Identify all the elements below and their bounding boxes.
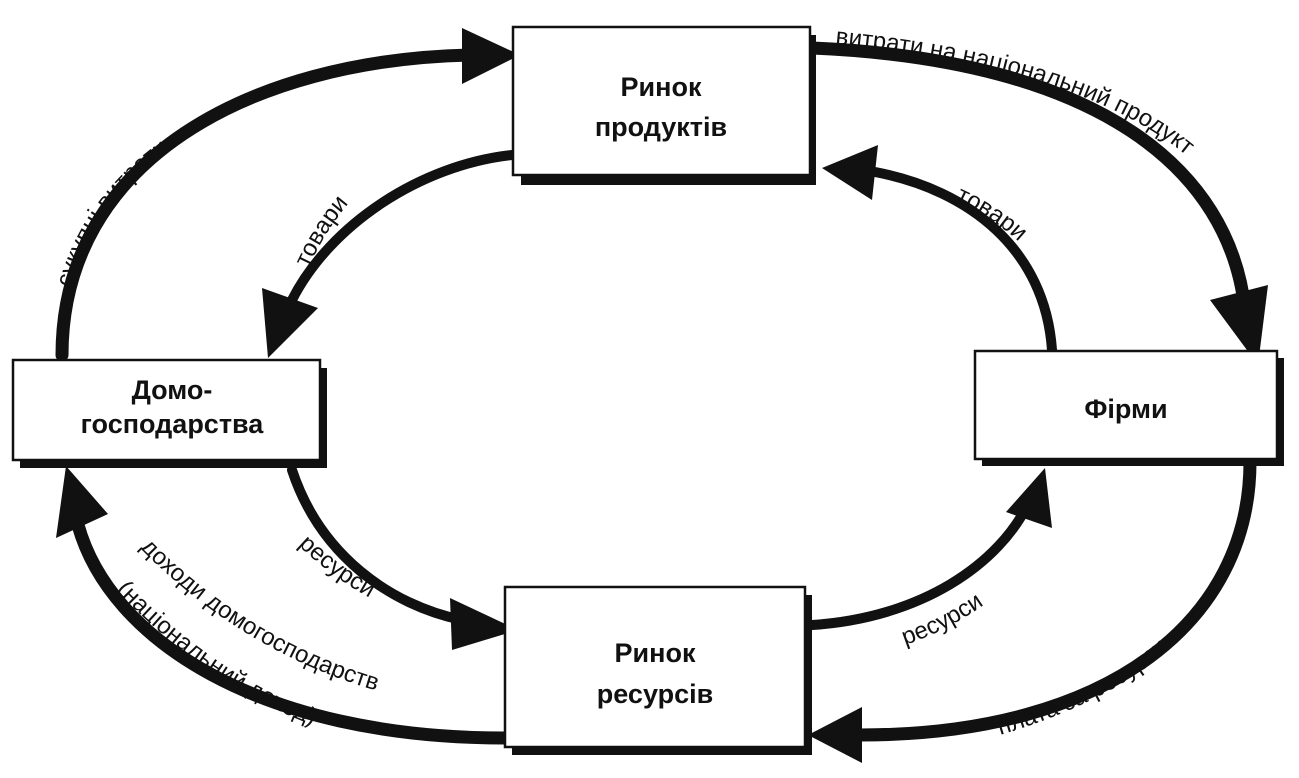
arrowhead-to-firms [1210, 285, 1268, 365]
arc-resources-to-firms [807, 495, 1035, 630]
node-resource-market: Ринок ресурсів [503, 585, 812, 755]
arrowhead-to-resource-market-right [808, 707, 862, 763]
arc-spending-national-product [805, 41, 1252, 317]
arc-total-spending [55, 48, 477, 362]
arrowhead-to-households-bottom [56, 466, 108, 538]
node-product-market: Ринок продуктів [511, 25, 816, 185]
resource-market-line2: ресурсів [597, 679, 713, 709]
label-resource-payment: плата за ресурси [994, 633, 1173, 741]
resource-market-line1: Ринок [615, 638, 696, 668]
arrowheads [56, 28, 1268, 763]
label-resources-from-households: ресурси [294, 530, 380, 603]
arrowhead-to-firms-inner [1006, 468, 1052, 528]
households-line2: господарства [81, 409, 265, 439]
node-firms: Фірми [973, 349, 1284, 466]
arrowhead-to-product-market-inner [822, 145, 878, 200]
arc-goods-from-firms [870, 167, 1057, 355]
arrowhead-to-product-market [462, 28, 520, 84]
arrowhead-to-households-top [262, 288, 318, 358]
label-resources-to-firms: ресурси [898, 587, 988, 650]
arrowhead-to-resource-market-left [450, 598, 518, 650]
arc-goods-to-households [287, 150, 517, 305]
label-total-spending: сукупні витрати [51, 134, 174, 290]
flow-arcs [55, 41, 1257, 745]
arc-resource-payment [853, 455, 1257, 742]
arc-household-income [71, 518, 512, 745]
arc-resources-from-households [287, 465, 467, 625]
product-market-line2: продуктів [595, 112, 727, 142]
firms-label: Фірми [1084, 394, 1167, 424]
households-line1: Домо- [132, 375, 213, 405]
label-goods-from-firms: товари [953, 181, 1033, 246]
node-households: Домо- господарства [11, 358, 327, 468]
product-market-line1: Ринок [621, 72, 702, 102]
